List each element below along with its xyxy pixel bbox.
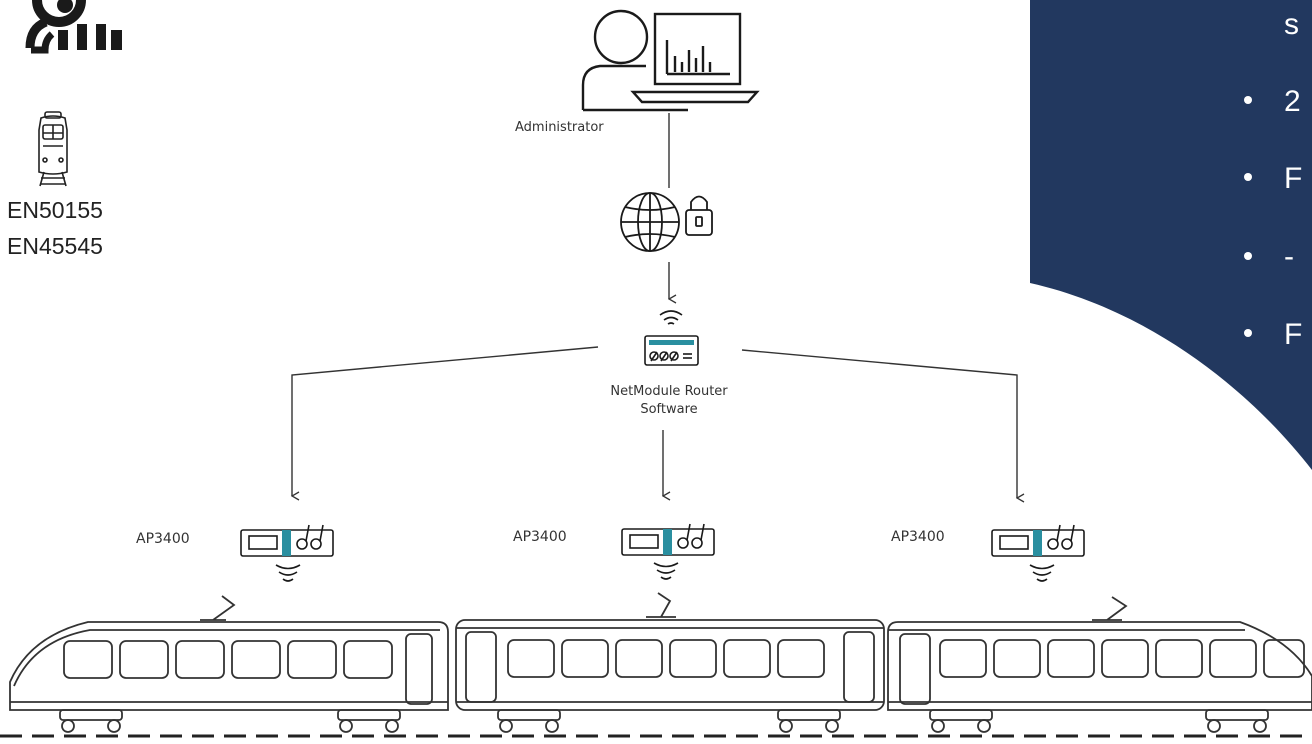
bullet-dot-2 bbox=[1244, 173, 1252, 181]
router-label-line2: Software bbox=[640, 402, 697, 417]
railcar-1 bbox=[9, 595, 449, 733]
connector-router-ap-right bbox=[741, 349, 1017, 498]
standard-label-2: EN45545 bbox=[7, 233, 103, 259]
feature-panel: s 2 F - F bbox=[1030, 0, 1312, 470]
access-point-label-1: AP3400 bbox=[136, 531, 190, 547]
administrator-laptop-icon bbox=[581, 9, 760, 112]
administrator-label: Administrator bbox=[515, 120, 604, 135]
router-icon bbox=[644, 310, 699, 366]
bullet-dot-1 bbox=[1244, 96, 1252, 104]
access-point-icon bbox=[991, 524, 1085, 582]
router-label-line1: NetModule Router bbox=[610, 384, 728, 399]
access-point-icon bbox=[240, 524, 334, 582]
standard-label-1: EN50155 bbox=[7, 197, 103, 223]
railcar-2 bbox=[455, 592, 885, 733]
panel-background bbox=[1030, 0, 1312, 470]
bullet-dot-4 bbox=[1244, 329, 1252, 337]
connector-router-ap-left bbox=[292, 346, 599, 496]
globe-lock-icon bbox=[620, 192, 713, 252]
panel-text-5: F bbox=[1284, 318, 1302, 351]
access-point-label-2: AP3400 bbox=[513, 529, 567, 545]
train-front-icon bbox=[38, 111, 68, 187]
access-point-icon bbox=[621, 523, 715, 580]
access-point-2: AP3400 bbox=[513, 523, 715, 580]
railcar-3 bbox=[887, 596, 1312, 733]
bullet-dot-3 bbox=[1244, 252, 1252, 260]
wireless-signal-icon bbox=[25, 0, 122, 54]
router-connectors bbox=[292, 346, 1017, 498]
access-point-1: AP3400 bbox=[136, 524, 334, 582]
access-point-label-3: AP3400 bbox=[891, 529, 945, 545]
panel-text-1: s bbox=[1284, 8, 1299, 41]
panel-text-3: F bbox=[1284, 162, 1302, 195]
access-point-3: AP3400 bbox=[891, 524, 1085, 582]
panel-text-4: - bbox=[1284, 240, 1294, 273]
panel-text-2: 2 bbox=[1284, 85, 1301, 118]
